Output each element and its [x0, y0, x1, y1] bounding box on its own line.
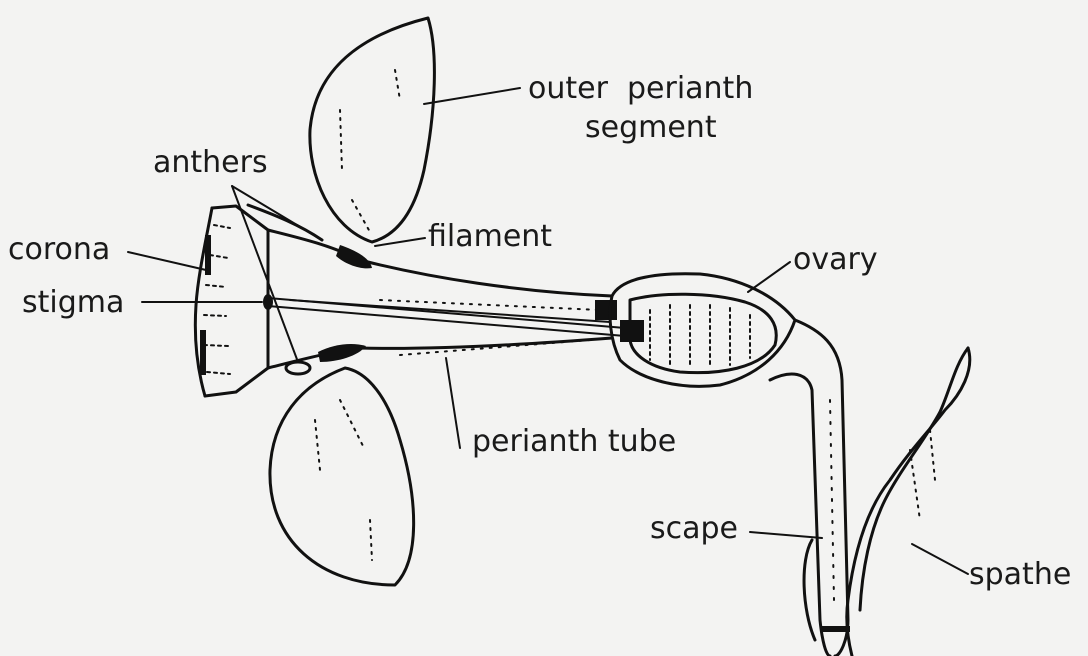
- leader-scape: [750, 532, 822, 538]
- anthers-shape: [248, 205, 322, 374]
- style-shape: [263, 294, 625, 336]
- label-outer-perianth-line1: outer perianth: [528, 71, 753, 106]
- label-stigma: stigma: [22, 285, 124, 320]
- leader-ovary: [748, 262, 790, 292]
- label-filament: filament: [428, 219, 552, 254]
- leader-spathe: [912, 544, 968, 574]
- label-ovary: ovary: [793, 242, 878, 277]
- ovary-shape: [610, 274, 795, 387]
- upper-perianth-segment: [310, 18, 435, 242]
- label-corona: corona: [8, 232, 110, 267]
- label-perianth-tube: perianth tube: [472, 424, 676, 459]
- label-outer-perianth-line2: segment: [585, 110, 717, 145]
- label-spathe: spathe: [969, 557, 1071, 592]
- spathe-shape: [804, 348, 970, 656]
- scape-shape: [770, 320, 850, 656]
- label-anthers: anthers: [153, 145, 268, 180]
- leader-perianth-tube: [446, 358, 460, 448]
- label-scape: scape: [650, 511, 738, 546]
- leader-corona: [128, 252, 206, 270]
- lower-perianth-segment: [270, 368, 414, 585]
- leader-outer-perianth: [424, 88, 520, 104]
